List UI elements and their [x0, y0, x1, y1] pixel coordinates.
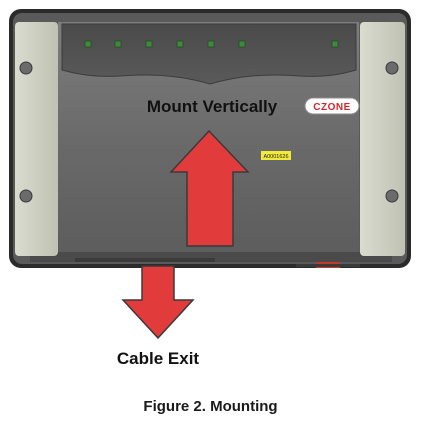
part-label-sticker: A0001626 [261, 151, 291, 160]
down-arrow-icon [121, 265, 195, 340]
left-side-panel [15, 22, 58, 256]
screw-icon [19, 189, 33, 203]
figure-caption: Figure 2. Mounting [143, 398, 278, 415]
cable-exit-label: Cable Exit [117, 349, 200, 368]
right-side-panel [360, 22, 405, 256]
brand-logo-text: CZONE [313, 102, 351, 113]
mount-vertically-label: Mount Vertically [147, 97, 278, 116]
led-indicator-icon [238, 40, 246, 48]
screw-icon [385, 189, 399, 203]
led-indicator-icon [145, 40, 153, 48]
led-indicator-icon [176, 40, 184, 48]
up-arrow-icon [169, 129, 250, 247]
led-indicator-icon [114, 40, 122, 48]
czone-logo: CZONE [304, 97, 360, 115]
led-row [84, 40, 339, 48]
part-number-text: A0001626 [263, 154, 288, 160]
led-indicator-icon [207, 40, 215, 48]
cable-connector [296, 262, 360, 268]
screw-icon [19, 61, 33, 75]
screw-icon [385, 61, 399, 75]
led-indicator-icon [331, 40, 339, 48]
led-indicator-icon [84, 40, 92, 48]
